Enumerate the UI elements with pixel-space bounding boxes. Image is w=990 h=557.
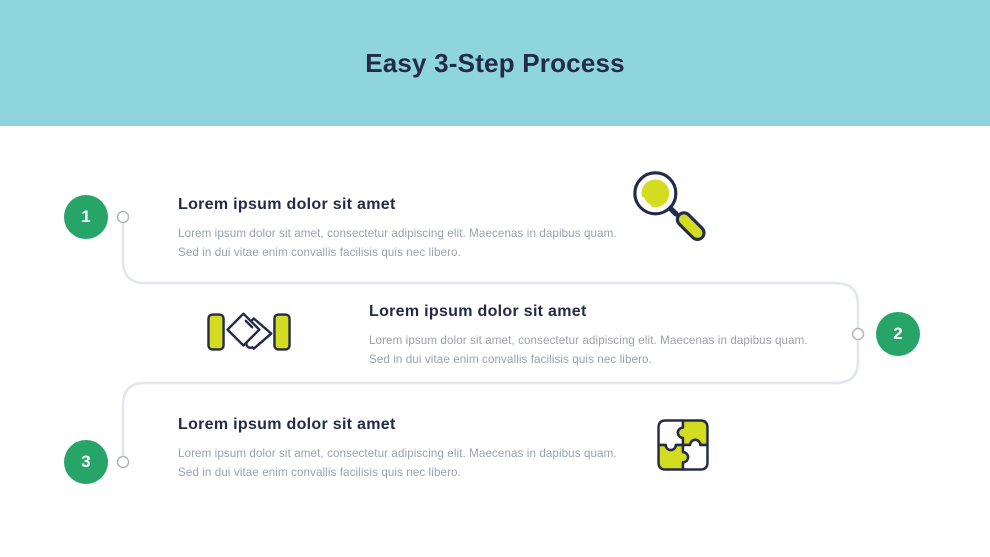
- step-1-title: Lorem ipsum dolor sit amet: [178, 196, 396, 213]
- header-band: Easy 3-Step Process: [0, 0, 990, 126]
- step-1-text-block: Lorem ipsum dolor sit amet Lorem ipsum d…: [178, 195, 617, 262]
- step-3-text-block: Lorem ipsum dolor sit amet Lorem ipsum d…: [178, 415, 617, 482]
- step-number: 2: [893, 324, 903, 343]
- step-3-number-badge: 3: [64, 440, 108, 484]
- handshake-icon: [207, 312, 291, 351]
- step-2-title: Lorem ipsum dolor sit amet: [369, 303, 587, 320]
- step-3-description: Lorem ipsum dolor sit amet, consectetur …: [178, 447, 617, 479]
- step-3-title: Lorem ipsum dolor sit amet: [178, 416, 396, 433]
- connector-dot: [116, 210, 130, 224]
- step-1-description: Lorem ipsum dolor sit amet, consectetur …: [178, 227, 617, 259]
- puzzle-icon: [657, 419, 709, 471]
- step-1-number-badge: 1: [64, 195, 108, 239]
- step-2-description: Lorem ipsum dolor sit amet, consectetur …: [369, 334, 808, 366]
- step-2-number-badge: 2: [876, 312, 920, 356]
- step-2-text-block: Lorem ipsum dolor sit amet Lorem ipsum d…: [369, 302, 808, 369]
- page-title: Easy 3-Step Process: [365, 48, 625, 78]
- connector-dot: [116, 455, 130, 469]
- connector-dot: [851, 327, 865, 341]
- step-number: 1: [81, 207, 91, 226]
- magnifier-icon: [633, 171, 706, 242]
- step-number: 3: [81, 452, 91, 471]
